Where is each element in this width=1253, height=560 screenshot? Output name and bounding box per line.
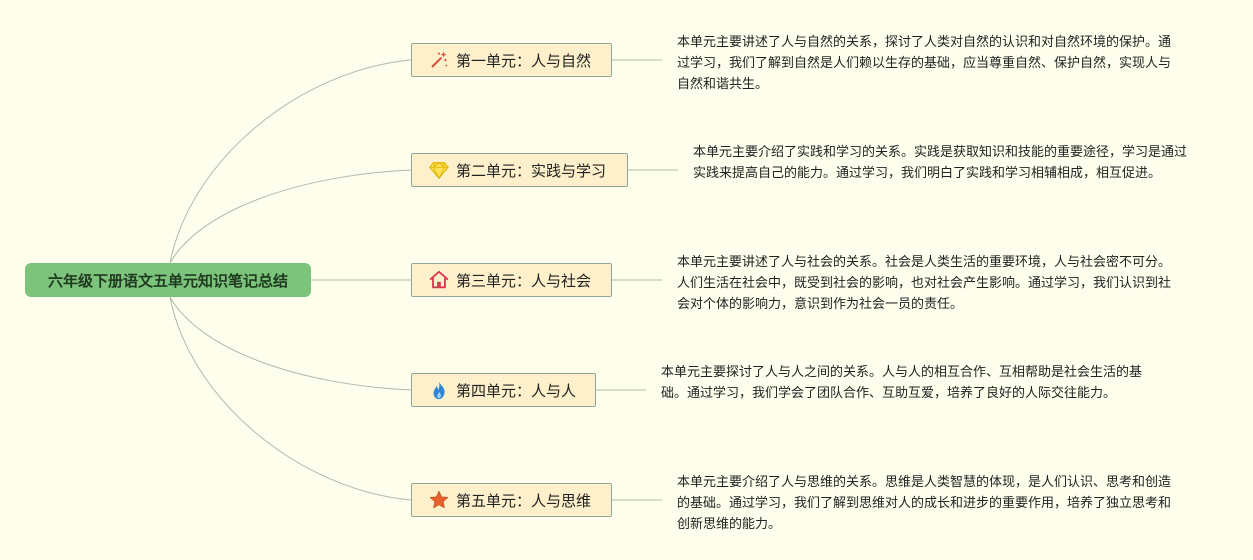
unit-topic-5-label: 第五单元：人与思维: [456, 491, 592, 510]
flame-icon: [428, 379, 450, 401]
unit-topic-1[interactable]: 第一单元：人与自然: [411, 43, 612, 77]
root-to-unit-2-connector: [169, 169, 412, 264]
unit-topic-1-label: 第一单元：人与自然: [456, 51, 592, 70]
unit-topic-3-label: 第三单元：人与社会: [456, 271, 592, 290]
unit-topic-4-label: 第四单元：人与人: [456, 381, 577, 400]
unit-1-note: 本单元主要讲述了人与自然的关系，探讨了人类对自然的认识和对自然环境的保护。通过学…: [677, 35, 1172, 92]
unit-4-note: 本单元主要探讨了人与人之间的关系。人与人的相互合作、互相帮助是社会生活的基础。通…: [661, 365, 1143, 401]
unit-topic-5[interactable]: 第五单元：人与思维: [411, 483, 612, 517]
unit-topic-2[interactable]: 第二单元：实践与学习: [411, 153, 628, 187]
root-topic[interactable]: 六年级下册语文五单元知识笔记总结: [25, 263, 311, 297]
unit-topic-4[interactable]: 第四单元：人与人: [411, 373, 596, 407]
unit-topic-2-label: 第二单元：实践与学习: [456, 161, 607, 180]
root-to-unit-5-connector: [169, 296, 412, 501]
unit-topic-3[interactable]: 第三单元：人与社会: [411, 263, 612, 297]
diamond-icon: [428, 159, 450, 181]
root-to-unit-4-connector: [169, 296, 412, 391]
magic-wand-icon: [428, 49, 450, 71]
unit-5-note: 本单元主要介绍了人与思维的关系。思维是人类智慧的体现，是人们认识、思考和创造的基…: [677, 475, 1172, 532]
unit-2-note: 本单元主要介绍了实践和学习的关系。实践是获取知识和技能的重要途径，学习是通过实践…: [693, 145, 1188, 181]
star-icon: [428, 489, 450, 511]
house-icon: [428, 269, 450, 291]
unit-3-note: 本单元主要讲述了人与社会的关系。社会是人类生活的重要环境，人与社会密不可分。人们…: [677, 255, 1172, 312]
root-topic-label: 六年级下册语文五单元知识笔记总结: [47, 271, 288, 290]
root-to-unit-1-connector: [169, 59, 412, 264]
